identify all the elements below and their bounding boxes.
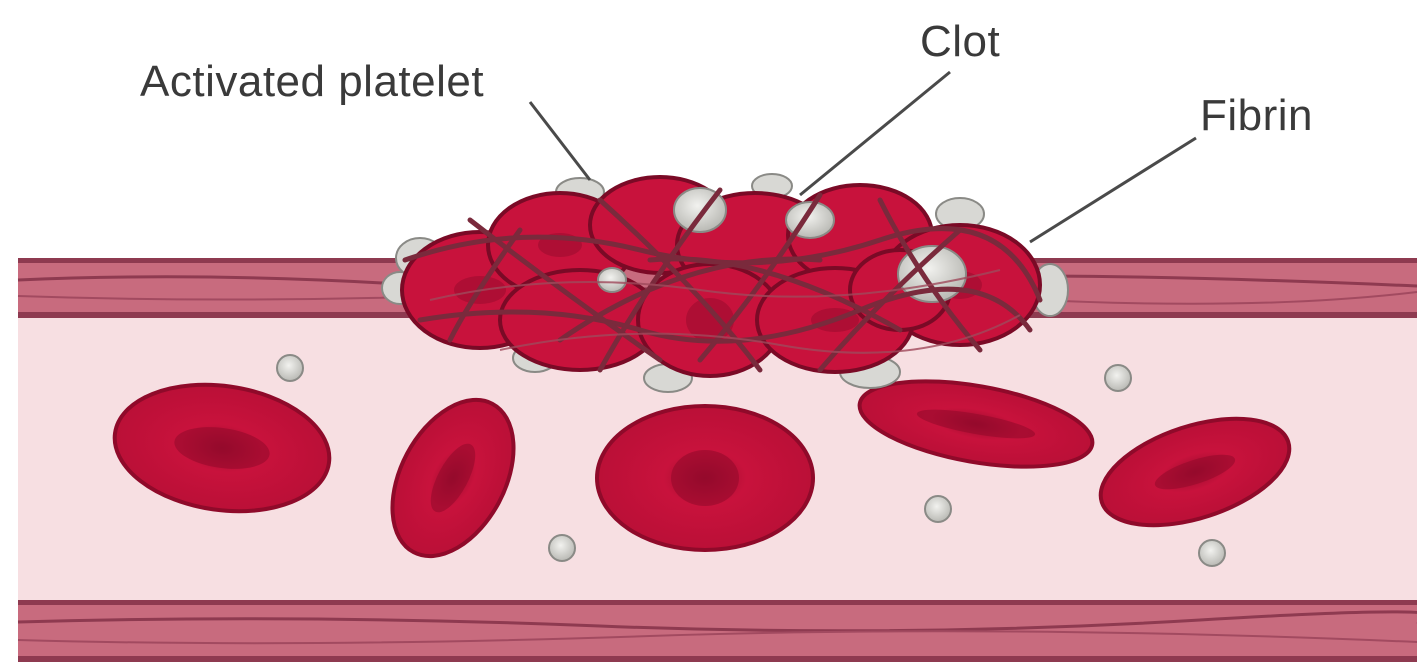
red-blood-cell	[597, 406, 813, 550]
label-clot: Clot	[920, 17, 1000, 66]
platelet	[277, 355, 303, 381]
activated-platelet-leader	[530, 102, 590, 180]
clot-leader	[800, 72, 950, 195]
label-activated-platelet: Activated platelet	[140, 57, 484, 106]
platelet	[1199, 540, 1225, 566]
fibrin-leader	[1030, 138, 1196, 242]
lower-vessel-wall	[18, 600, 1417, 662]
platelet	[1105, 365, 1131, 391]
label-fibrin: Fibrin	[1200, 91, 1313, 140]
platelet	[549, 535, 575, 561]
platelet	[925, 496, 951, 522]
